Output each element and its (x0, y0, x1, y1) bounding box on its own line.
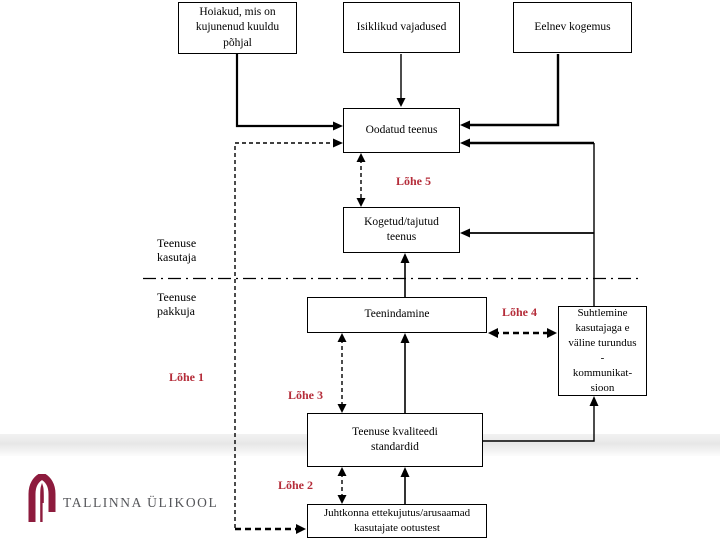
arch-logo-icon (28, 474, 56, 522)
box-isiklikud-vajadused: Isiklikud vajadused (343, 2, 460, 53)
arrow-standardid-to-teenindamine (400, 333, 410, 413)
box-teenindamine: Teenindamine (307, 297, 487, 333)
arrow-isiklikud-to-oodatud (396, 54, 406, 107)
arrow-gap3 (337, 333, 347, 413)
arrow-gap4 (488, 328, 557, 338)
university-logo: TALLINNA ÜLIKOOL (27, 474, 217, 522)
zone-label-teenuse-pakkuja: Teenuse pakkuja (157, 290, 197, 319)
arrow-juhtkonna-to-standardid (400, 467, 410, 504)
box-teenuse-kvaliteedi-standardid: Teenuse kvaliteedi standardid (307, 413, 483, 467)
box-kogetud-tajutud-teenus: Kogetud/tajutud teenus (343, 207, 460, 253)
arrow-gap2 (337, 467, 347, 504)
arrow-gap5 (356, 153, 366, 207)
box-eelnev-kogemus: Eelnev kogemus (513, 2, 632, 53)
arrow-gap1 (234, 138, 343, 534)
university-logo-text: TALLINNA ÜLIKOOL (63, 495, 219, 510)
arrow-hoiakud-to-oodatud (235, 54, 343, 131)
gap-label-5: Lõhe 5 (396, 174, 432, 188)
zone-label-teenuse-kasutaja: Teenuse kasutaja (157, 236, 197, 265)
gap-label-3: Lõhe 3 (288, 388, 324, 402)
gap-label-2: Lõhe 2 (278, 478, 314, 492)
box-oodatud-teenus: Oodatud teenus (343, 108, 460, 153)
gap-label-1: Lõhe 1 (169, 370, 205, 384)
arrow-eelnev-to-oodatud (460, 54, 560, 130)
arrow-teenindamine-to-kogetud (400, 253, 410, 297)
box-juhtkonna-ettekujutus: Juhtkonna ettekujutus/arusaamad kasutaja… (307, 504, 487, 538)
gap-label-4: Lõhe 4 (502, 305, 538, 319)
trunk-suhtlemine-to-oodatud-kogetud (460, 138, 595, 306)
box-suhtlemine-kommunikatsioon: Suhtlemine kasutajaga e väline turundus … (558, 306, 647, 396)
box-hoiakud: Hoiakud, mis on kujunenud kuuldu põhjal (178, 2, 297, 54)
